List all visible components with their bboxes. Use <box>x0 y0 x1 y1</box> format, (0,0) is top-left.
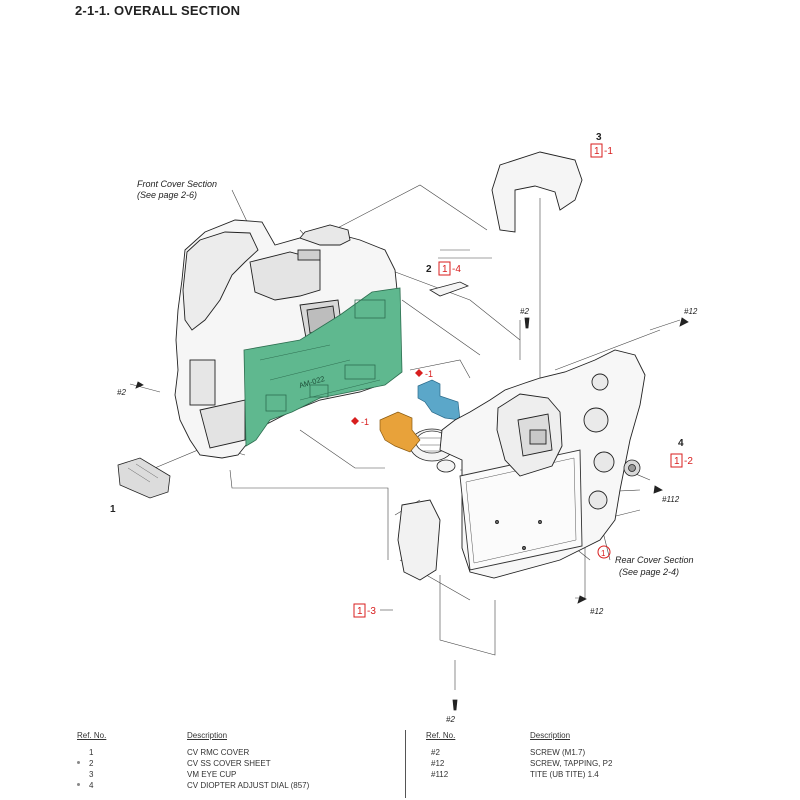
ref-3-suffix: -1 <box>604 146 613 157</box>
diamond-marker-icon <box>351 417 359 425</box>
front-cover-page-ref: (See page 2-6) <box>137 190 197 200</box>
desc-header-left: Description <box>187 731 228 740</box>
row-ref: 3 <box>89 770 94 779</box>
diamond-1a-label: -1 <box>361 417 369 427</box>
row-ref: 2 <box>89 759 94 768</box>
row-desc: SCREW (M1.7) <box>530 748 586 757</box>
screw-icon <box>524 317 530 329</box>
screw-icons <box>135 317 689 711</box>
ref-3-box-number: 1 <box>594 146 600 157</box>
page-title: 2-1-1. OVERALL SECTION <box>75 3 241 18</box>
rear-cover-circle-number: 1 <box>601 549 606 558</box>
screw-12-mid-label: #12 <box>590 607 604 616</box>
row-ref: #2 <box>431 748 440 757</box>
bullet-icon <box>77 783 80 786</box>
eye-cup <box>491 151 583 233</box>
row-ref: 1 <box>89 748 94 757</box>
row-ref: #112 <box>431 770 449 779</box>
rmc-cover <box>117 457 171 499</box>
rear-cover-page-ref: (See page 2-4) <box>619 567 679 577</box>
screw-icon <box>653 485 663 494</box>
ref-1-number: 1 <box>110 504 116 515</box>
exploded-view-diagram: AM-022 <box>110 132 698 724</box>
screw-icon <box>679 317 689 327</box>
diamond-1b-label: -1 <box>425 369 433 379</box>
rear-cover-label: Rear Cover Section <box>615 555 694 565</box>
diopter-dial <box>623 459 641 477</box>
ref-header-left: Ref. No. <box>77 731 107 740</box>
ref-boxes <box>353 143 683 618</box>
screw-2-bottom-label: #2 <box>446 715 455 724</box>
ref-2-box-number: 1 <box>442 264 448 275</box>
screw-112-label: #112 <box>662 495 680 504</box>
diamond-marker-icon <box>415 369 423 377</box>
row-desc: SCREW, TAPPING, P2 <box>530 759 613 768</box>
screw-icon <box>577 595 587 604</box>
screw-2-top-label: #2 <box>520 307 529 316</box>
row-desc: CV SS COVER SHEET <box>187 759 271 768</box>
ref-header-right: Ref. No. <box>426 731 456 740</box>
row-ref: #12 <box>431 759 445 768</box>
screw-2-left-label: #2 <box>117 388 126 397</box>
ref-2-suffix: -4 <box>452 264 461 275</box>
ref-3-number: 3 <box>596 132 602 143</box>
row-desc: CV DIOPTER ADJUST DIAL (857) <box>187 781 310 790</box>
screw-icon <box>452 699 458 711</box>
blue-bracket <box>417 379 461 421</box>
row-desc: VM EYE CUP <box>187 770 237 779</box>
table-divider <box>405 730 406 798</box>
ref-2-number: 2 <box>426 264 432 275</box>
front-cover-label: Front Cover Section <box>137 179 217 189</box>
ref-4-box-number: 1 <box>674 456 680 467</box>
ref-1-3-box-number: 1 <box>357 606 363 617</box>
row-desc: TITE (UB TITE) 1.4 <box>530 770 599 779</box>
orange-bracket <box>379 411 421 453</box>
desc-header-right: Description <box>530 731 571 740</box>
row-ref: 4 <box>89 781 94 790</box>
screw-12-top-label: #12 <box>684 307 698 316</box>
ss-cover-sheet <box>428 281 470 297</box>
screw-icon <box>135 381 144 389</box>
rear-cover-section <box>397 349 646 581</box>
row-desc: CV RMC COVER <box>187 748 250 757</box>
ref-4-number: 4 <box>678 438 684 449</box>
am-022-board <box>243 287 403 447</box>
ref-4-suffix: -2 <box>684 456 693 467</box>
ref-1-3-suffix: -3 <box>367 606 376 617</box>
bullet-icon <box>77 761 80 764</box>
